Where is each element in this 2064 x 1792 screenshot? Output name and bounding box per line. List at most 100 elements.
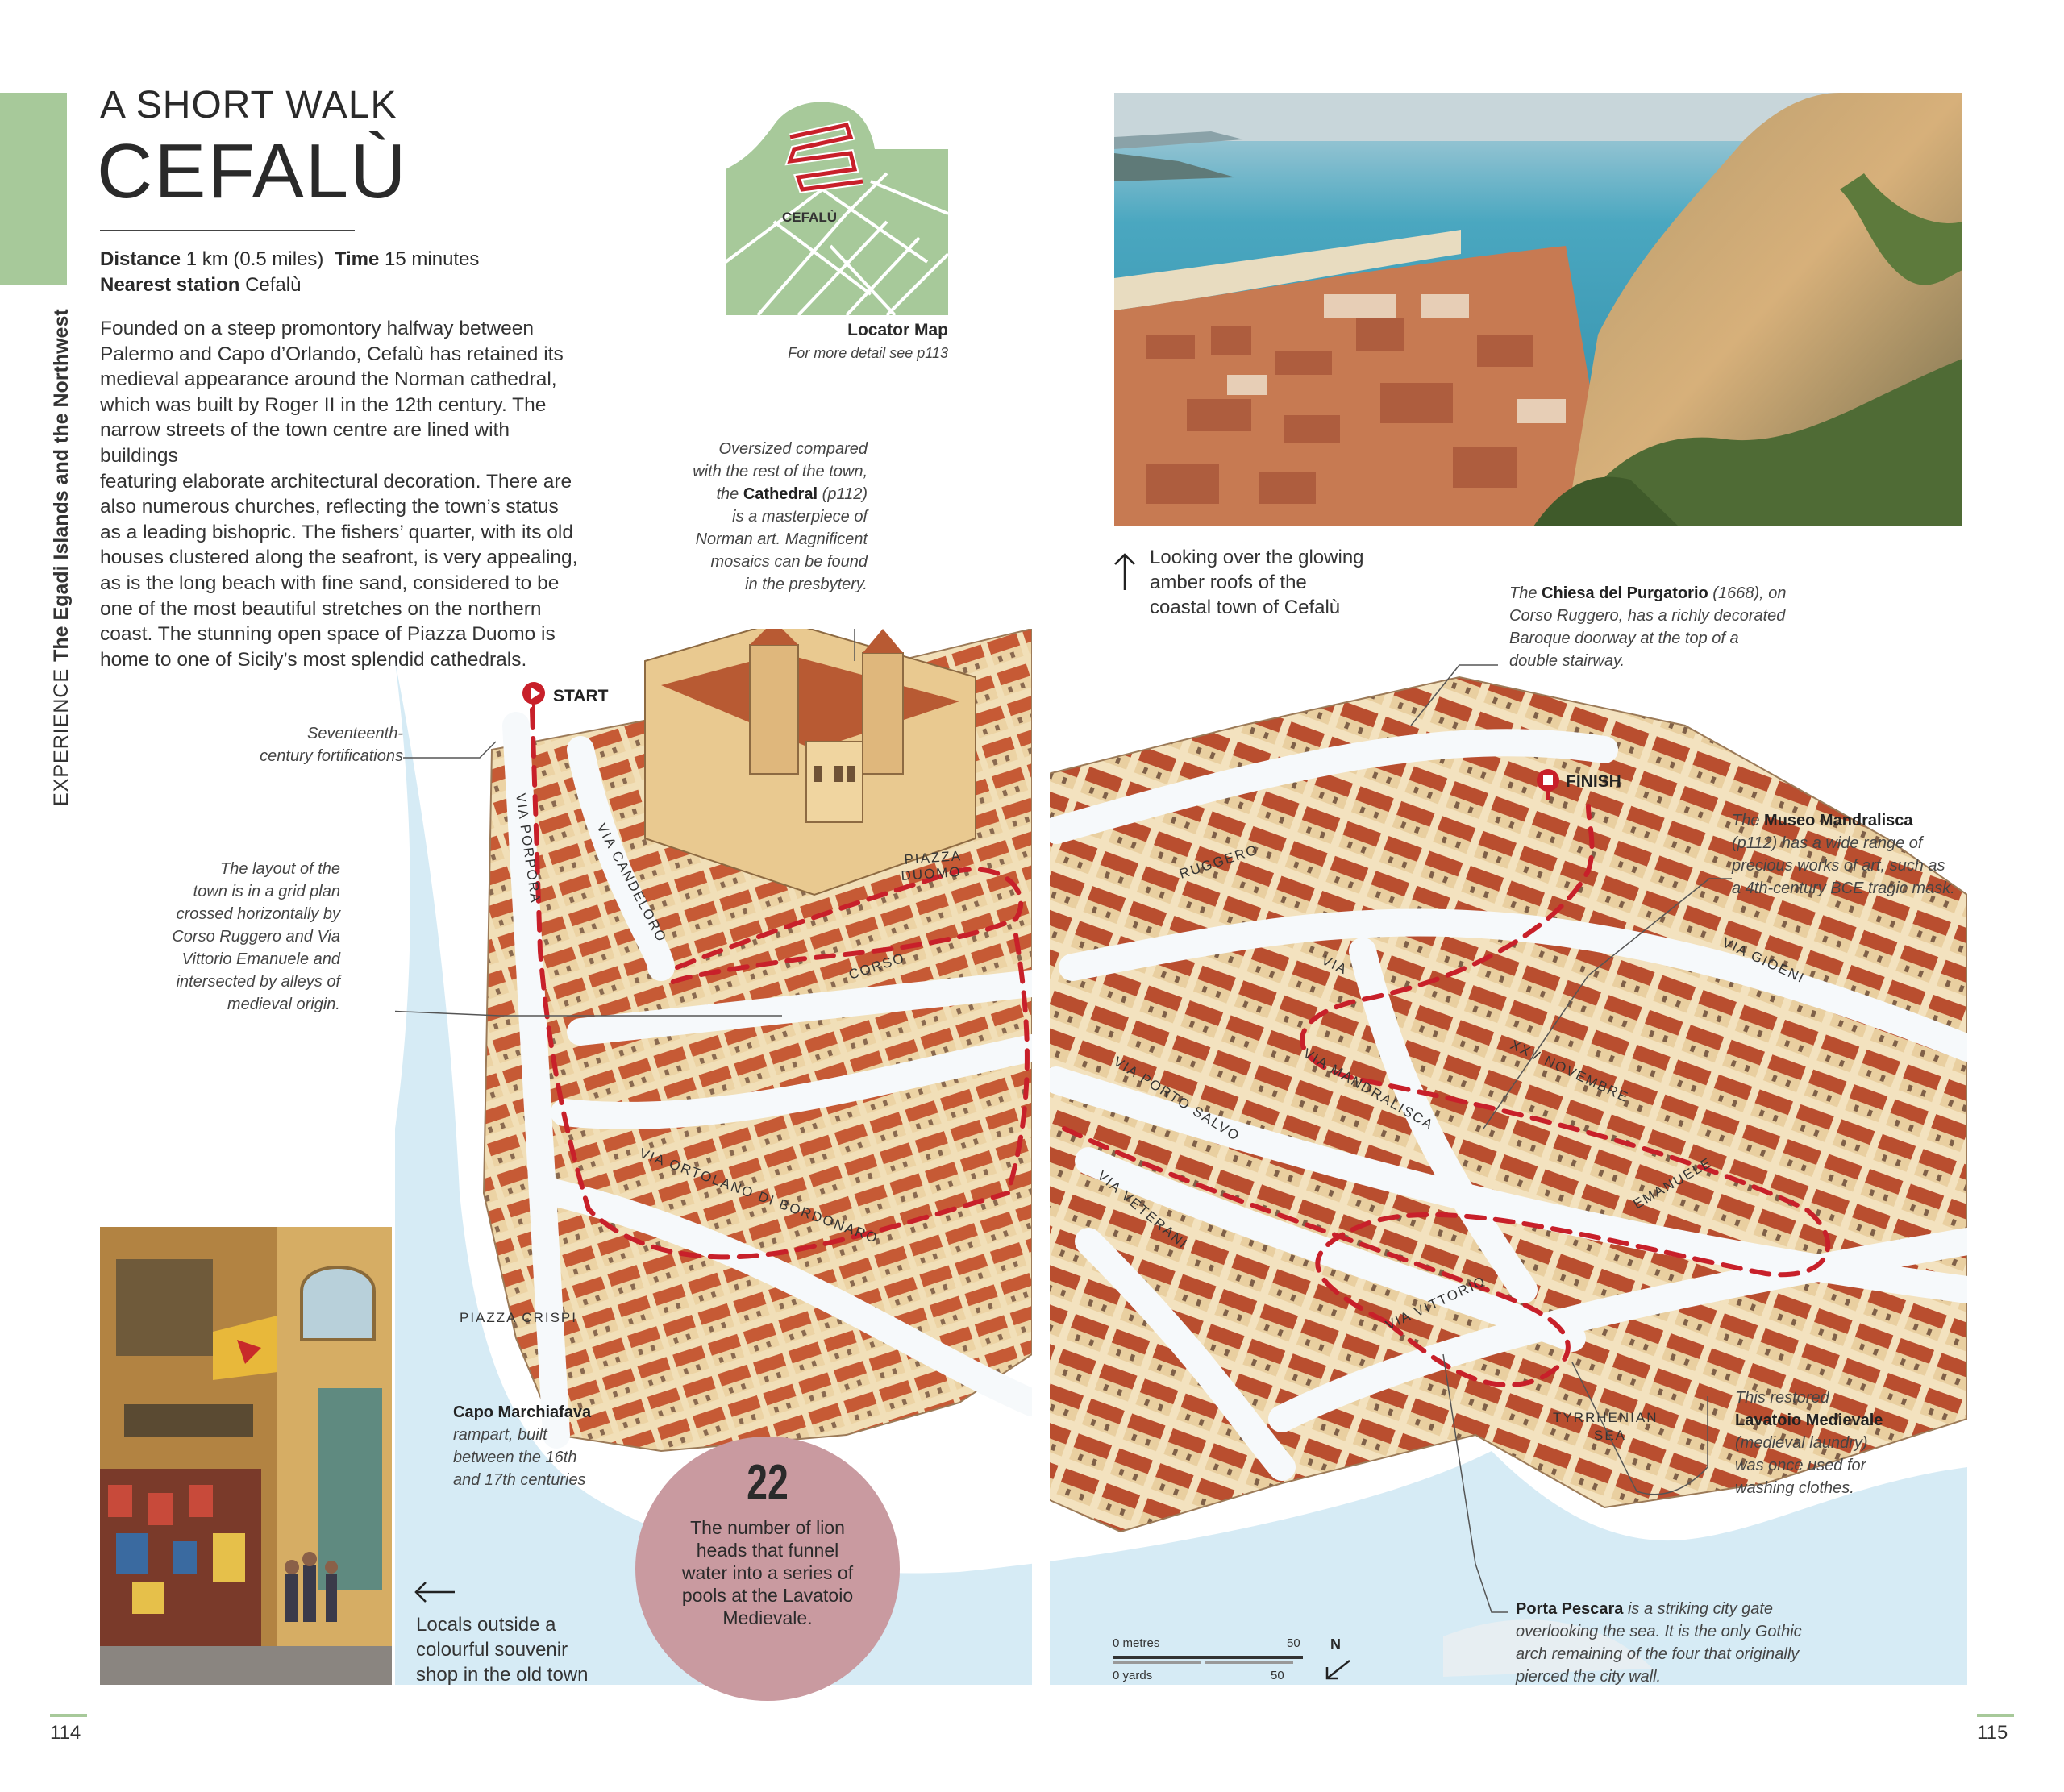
scale-metres-value: 50	[1287, 1636, 1300, 1650]
lavatoio-note: This restored Lavatoio Medievale (mediev…	[1735, 1387, 1961, 1499]
note-line: Corso Ruggero, has a richly decorated	[1509, 607, 1786, 625]
note-line: rampart, built	[453, 1426, 547, 1444]
intro-line: which was built by Roger II in the 12th …	[100, 393, 547, 416]
page-number-bar-right	[1977, 1714, 2014, 1717]
intro-line: coast. The stunning open space of Piazza…	[100, 623, 556, 646]
station-value: Cefalù	[245, 274, 302, 296]
cathedral-name: Cathedral	[743, 485, 818, 503]
note-line: overlooking the sea. It is the only Goth…	[1516, 1623, 1802, 1640]
stat-text: The number of lion heads that funnel wat…	[681, 1517, 854, 1628]
note-line: medieval origin.	[227, 996, 340, 1013]
note-line: was once used for	[1735, 1457, 1866, 1474]
distance-value: 1 km (0.5 miles)	[185, 248, 324, 270]
intro-line: also numerous churches, reflecting the t…	[100, 496, 559, 518]
note-text: The	[1509, 584, 1542, 602]
note-line: The Museo Mandralisca	[1732, 809, 1974, 832]
distance-label: Distance	[100, 248, 181, 270]
fortifications-note: Seventeenth- century fortifications	[210, 722, 403, 767]
page-number-bar-left	[50, 1714, 87, 1717]
page-number-right: 115	[1977, 1722, 2008, 1744]
note-line: pierced the city wall.	[1516, 1668, 1662, 1686]
intro-paragraph: Founded on a steep promontory halfway be…	[100, 316, 592, 672]
note-line: washing clothes.	[1735, 1479, 1854, 1497]
intro-line: narrow streets of the town centre are li…	[100, 419, 510, 467]
note-line: between the 16th	[453, 1449, 577, 1466]
purgatorio-note: The Chiesa del Purgatorio (1668), on Cor…	[1509, 582, 1880, 672]
marchiafava-name: Capo Marchiafava	[453, 1403, 592, 1421]
note-line: is a masterpiece of	[732, 508, 868, 526]
title-rule	[100, 230, 355, 231]
purgatorio-name: Chiesa del Purgatorio	[1542, 584, 1708, 602]
pescara-name: Porta Pescara	[1516, 1600, 1624, 1618]
note-line: century fortifications	[260, 747, 403, 765]
note-text: (1668), on	[1708, 584, 1787, 602]
intro-line: home to one of Sicily’s most splendid ca…	[100, 648, 527, 671]
walk-map-graphic: START FINISH VIA PORPORA VIA CANDELORO P…	[346, 580, 1981, 1685]
locator-town-label: CEFALÙ	[782, 210, 837, 225]
note-line: the Cathedral (p112)	[629, 483, 868, 505]
locator-title: Locator Map	[847, 321, 948, 339]
note-line: double stairway.	[1509, 652, 1625, 670]
walk-facts: Distance 1 km (0.5 miles) Time 15 minute…	[100, 247, 479, 298]
intro-line: houses clustered along the seafront, is …	[100, 547, 578, 569]
north-label: N	[1330, 1636, 1341, 1653]
sea-label-2: SEA	[1594, 1428, 1626, 1443]
note-line: Norman art. Magnificent	[695, 530, 868, 548]
finish-label: FINISH	[1566, 772, 1621, 791]
note-text: the	[716, 485, 743, 503]
intro-line: Palermo and Capo d’Orlando, Cefalù has r…	[100, 343, 564, 365]
note-line: with the rest of the town,	[693, 463, 868, 480]
intro-line: as is the long beach with fine sand, con…	[100, 572, 560, 594]
chapter-region: The Egadi Islands and the Northwest	[50, 309, 73, 662]
aerial-photo-graphic	[1114, 93, 1962, 526]
locator-map-graphic: CEFALÙ	[726, 93, 948, 315]
note-line: mosaics can be found	[710, 553, 868, 571]
caption-line: colourful souvenir	[416, 1639, 568, 1661]
note-line: a 4th-century BCE tragic mask.	[1732, 879, 1955, 897]
caption-line: Locals outside a	[416, 1614, 556, 1636]
arrow-left-icon	[413, 1580, 456, 1608]
scale-metres-label: 0 metres	[1113, 1636, 1160, 1650]
piazza-crispi-label: PIAZZA CRISPI	[460, 1310, 577, 1325]
caption-line: amber roofs of the	[1150, 572, 1307, 593]
note-line: Seventeenth-	[307, 725, 403, 742]
scale-line-secondary	[1113, 1661, 1201, 1664]
pescara-note: Porta Pescara is a striking city gate ov…	[1516, 1598, 1862, 1688]
note-line: Corso Ruggero and Via	[172, 928, 340, 946]
page-kicker: A SHORT WALK	[100, 84, 397, 127]
intro-line: as a leading bishopric. The fishers’ qua…	[100, 521, 573, 543]
illustrated-walk-map: START FINISH VIA PORPORA VIA CANDELORO P…	[346, 580, 1981, 1685]
north-arrow: N	[1324, 1636, 1361, 1685]
scale-line	[1113, 1656, 1303, 1659]
note-line: town is in a grid plan	[193, 883, 340, 900]
note-line: in the presbytery.	[745, 576, 868, 593]
note-line: Baroque doorway at the top of a	[1509, 630, 1739, 647]
stat-number: 22	[747, 1455, 789, 1511]
mandralisca-note: The Museo Mandralisca (p112) has a wide …	[1732, 809, 1974, 900]
scale-bar: 0 metres 50 0 yards 50	[1113, 1636, 1306, 1682]
finish-marker	[1537, 769, 1559, 800]
station-label: Nearest station	[100, 274, 240, 296]
north-arrow-icon	[1325, 1660, 1350, 1680]
intro-line: Founded on a steep promontory halfway be…	[100, 318, 534, 339]
stat-circle: 22 The number of lion heads that funnel …	[635, 1437, 900, 1701]
note-line: crossed horizontally by	[176, 905, 340, 923]
lavatoio-name: Lavatoio Medievale	[1735, 1412, 1883, 1429]
grid-plan-note: The layout of the town is in a grid plan…	[137, 858, 340, 1016]
note-line: (p112) has a wide range of	[1732, 834, 1923, 852]
note-line: This restored	[1735, 1389, 1829, 1407]
aerial-photo	[1114, 93, 1962, 526]
souvenir-shop-photo	[100, 1227, 392, 1685]
start-label: START	[553, 687, 609, 705]
note-line: and 17th centuries	[453, 1471, 586, 1489]
souvenir-photo-graphic	[100, 1227, 392, 1685]
note-text: is a striking city gate	[1623, 1600, 1774, 1618]
scale-line-secondary	[1205, 1661, 1293, 1664]
caption-line: shop in the old town	[416, 1664, 589, 1686]
locator-map: CEFALÙ	[726, 93, 948, 315]
note-text: The	[1732, 812, 1765, 829]
page-title: CEFALÙ	[97, 128, 408, 214]
cathedral-note: Oversized compared with the rest of the …	[629, 438, 868, 596]
note-line: Vittorio Emanuele and	[181, 950, 340, 968]
aerial-photo-caption: Looking over the glowing amber roofs of …	[1150, 545, 1364, 620]
